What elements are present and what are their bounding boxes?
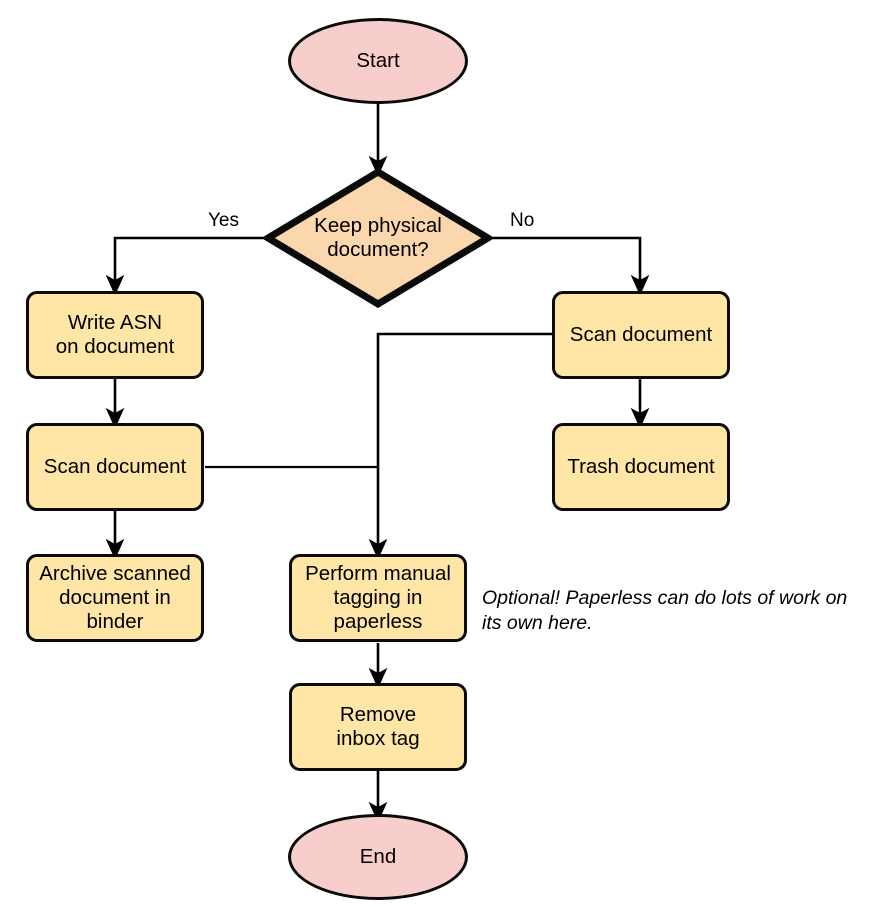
- node-archive-scanned-document[interactable]: Archive scanned document in binder: [26, 554, 204, 642]
- node-scan-document-right[interactable]: Scan document: [552, 291, 730, 379]
- edge-label-yes: Yes: [208, 210, 239, 231]
- annotation-optional-paperless: Optional! Paperless can do lots of work …: [482, 586, 882, 636]
- node-remove-inbox-tag-label: Remove inbox tag: [336, 702, 420, 750]
- edge-decision-no-to-scan-right: [490, 236, 650, 296]
- node-trash-document[interactable]: Trash document: [552, 423, 730, 511]
- annotation-line-2: its own here.: [482, 611, 593, 634]
- edge-scan-right-to-manual-tagging: [368, 332, 553, 560]
- node-archive-label: Archive scanned document in binder: [39, 561, 191, 634]
- node-scan-document-left-label: Scan document: [43, 454, 187, 478]
- node-write-asn-label: Write ASN on document: [55, 310, 175, 358]
- node-perform-manual-tagging[interactable]: Perform manual tagging in paperless: [289, 554, 467, 642]
- node-trash-document-label: Trash document: [567, 454, 715, 478]
- annotation-line-1: Optional! Paperless can do lots of work …: [482, 587, 848, 609]
- node-end[interactable]: End: [288, 814, 468, 900]
- node-remove-inbox-tag[interactable]: Remove inbox tag: [289, 683, 467, 771]
- node-write-asn-on-document[interactable]: Write ASN on document: [26, 291, 204, 379]
- diamond-shape: [264, 168, 492, 308]
- edge-label-no: No: [510, 210, 535, 231]
- node-scan-document-right-label: Scan document: [569, 322, 713, 346]
- node-decision-keep-physical-document[interactable]: Keep physical document?: [264, 168, 492, 308]
- node-decision-label: Keep physical document?: [314, 213, 442, 261]
- edge-decision-yes-to-write-asn: [105, 236, 266, 296]
- node-start-label: Start: [356, 48, 400, 72]
- node-manual-tagging-label: Perform manual tagging in paperless: [305, 561, 451, 634]
- node-end-label: End: [359, 844, 397, 868]
- node-start[interactable]: Start: [288, 18, 468, 104]
- node-scan-document-left[interactable]: Scan document: [26, 423, 204, 511]
